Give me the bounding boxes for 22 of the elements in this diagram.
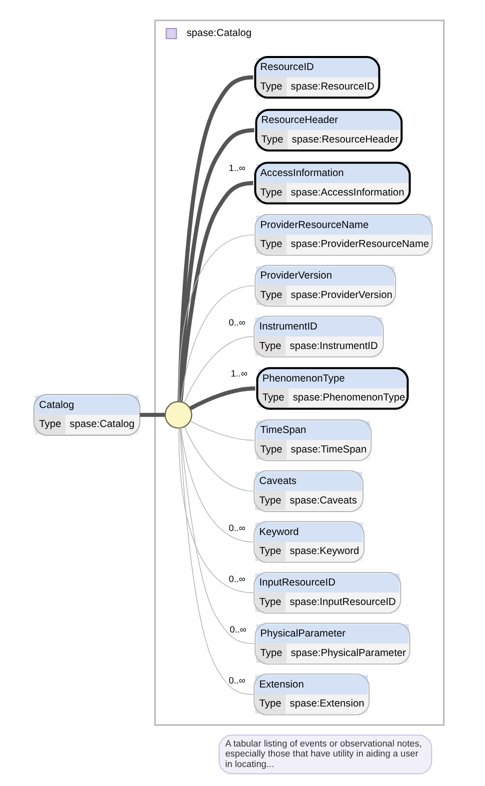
connector — [177, 75, 253, 402]
connector — [178, 234, 254, 402]
connector — [188, 386, 255, 410]
node-box: A tabular listing of events or observational notes, especially those that have utility in aiding a user in locating... — [218, 734, 432, 774]
node-label: 0..∞ — [228, 318, 245, 328]
connector — [189, 420, 254, 441]
connector — [179, 428, 254, 695]
node-label: 0..∞ — [229, 624, 246, 635]
connector — [180, 428, 254, 644]
node-circle — [164, 401, 192, 429]
connector — [183, 336, 254, 404]
node-label: 1..∞ — [228, 163, 245, 174]
node-label: 0..∞ — [228, 522, 245, 533]
connector — [180, 428, 254, 542]
connector — [178, 428, 254, 594]
node-label: 0..∞ — [228, 574, 245, 584]
connector — [180, 285, 254, 402]
connector — [139, 412, 164, 417]
node-label: 0..∞ — [228, 675, 245, 686]
connector — [183, 426, 254, 492]
connector — [178, 128, 254, 402]
node-label: 1..∞ — [230, 368, 247, 378]
